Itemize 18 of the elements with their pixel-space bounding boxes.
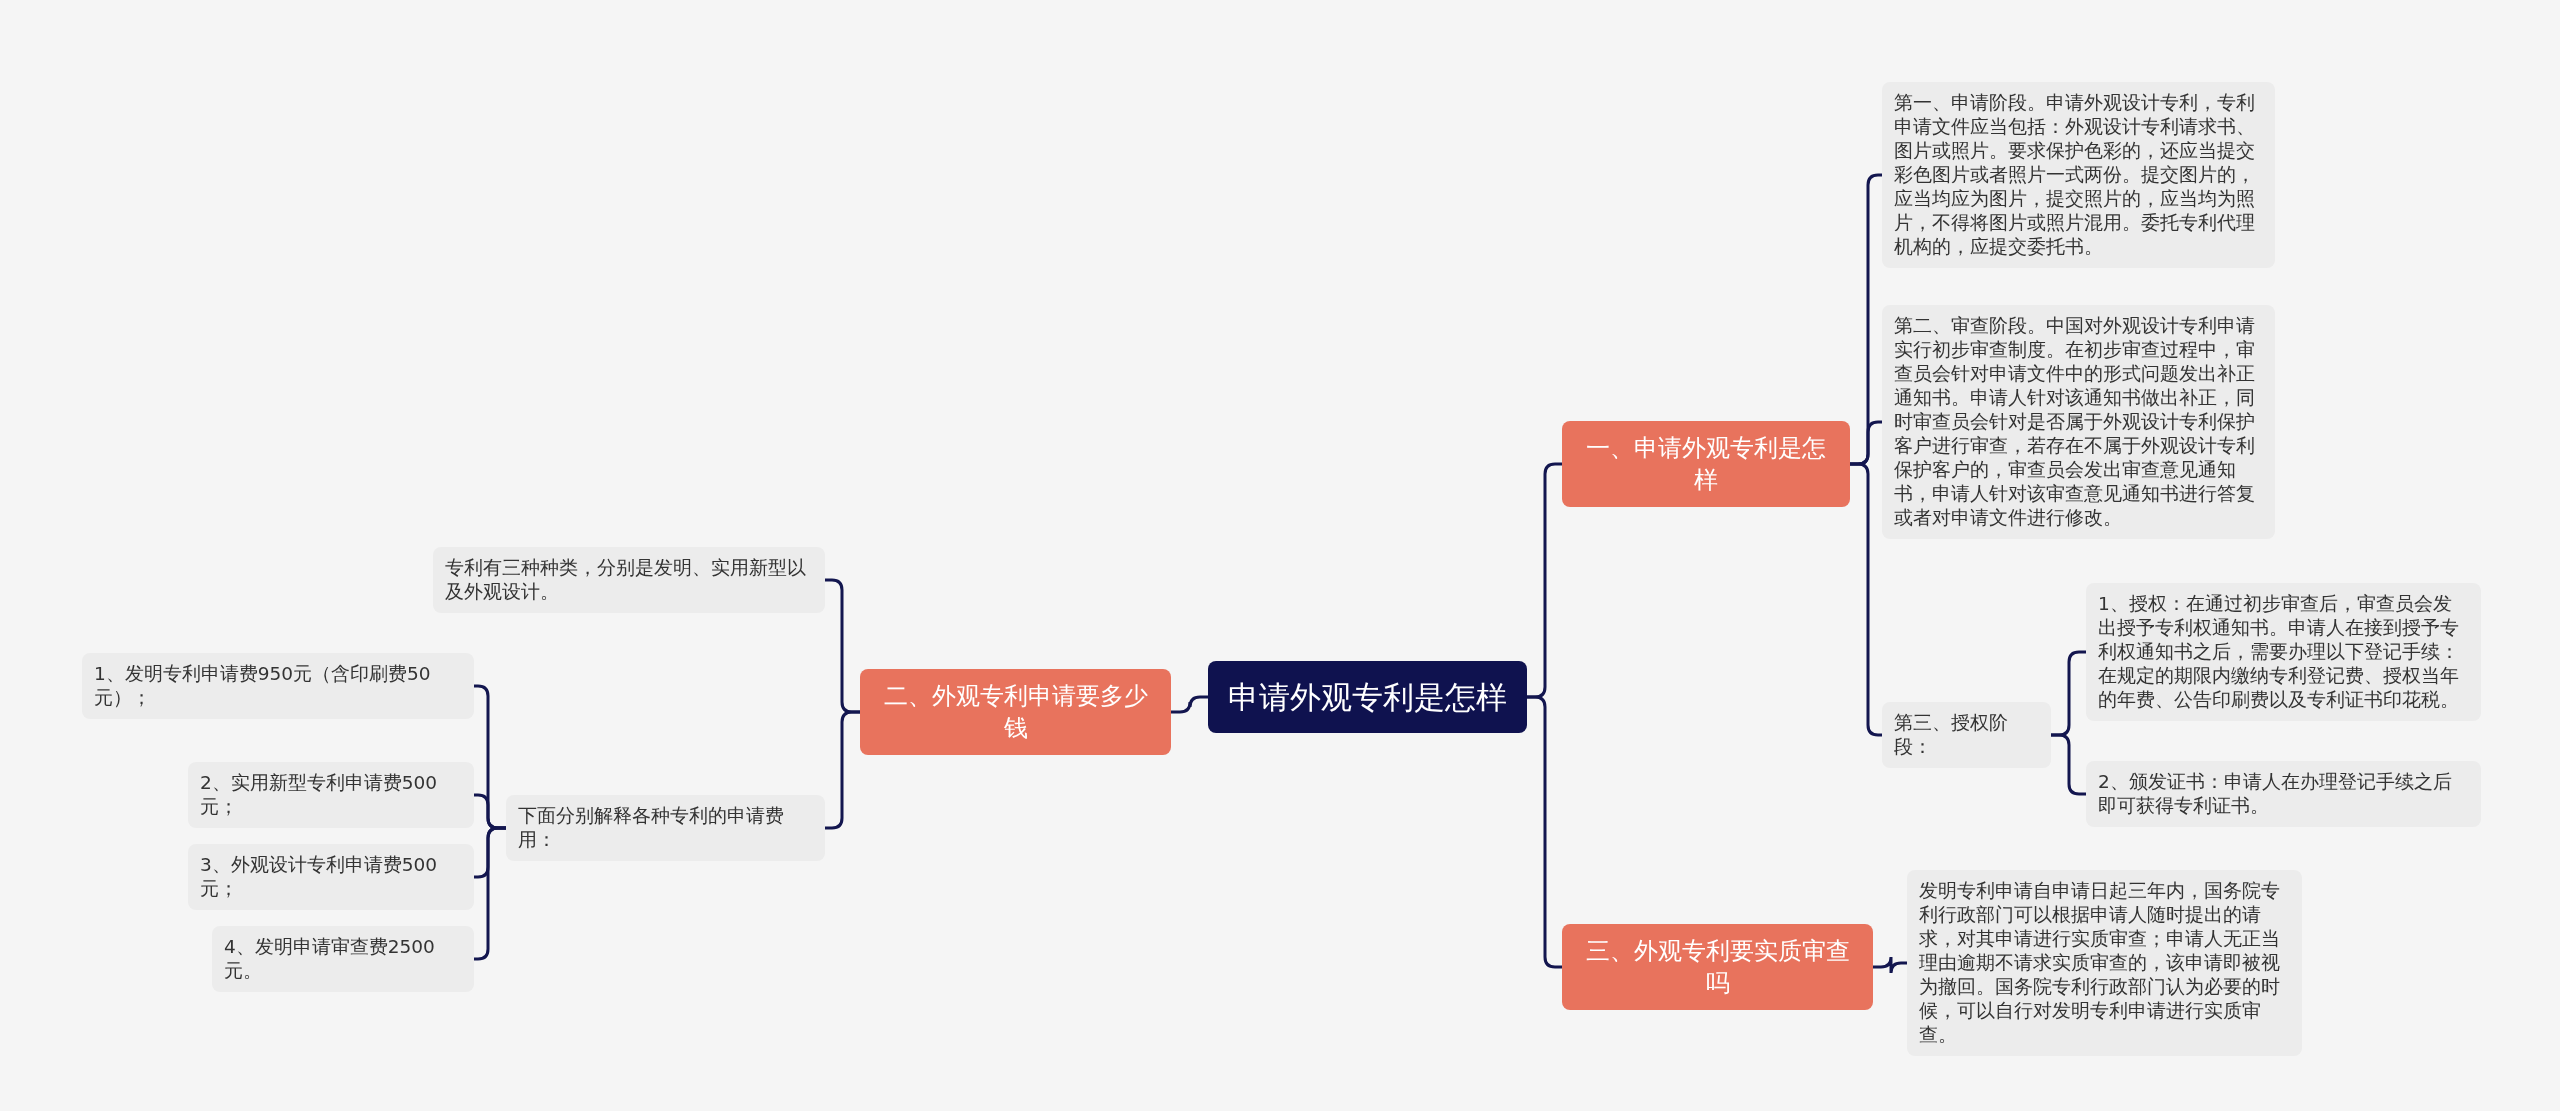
topic-box: 三、外观专利要实质审查吗 [1562,924,1873,1010]
note-box: 1、授权：在通过初步审查后，审查员会发出授予专利权通知书。申请人在接到授予专利权通知书之后，需要办理以下登记手续：在规定的期限内缴纳专利登记费、授权当年的年费、公告印刷费以及专利证书印花税。 [2086,583,2481,721]
topic-box: 一、申请外观专利是怎样 [1562,421,1850,507]
note-box: 第二、审查阶段。中国对外观设计专利申请实行初步审查制度。在初步审查过程中，审查员会针对申请文件中的形式问题发出补正通知书。申请人针对该通知书做出补正，同时审查员会针对是否属于外观设计专利保护客户进行审查，若存在不属于外观设计专利保护客户的，审查员会发出审查意见通知书，申请人针对该审查意见通知书进行答复或者对申请文件进行修改。 [1882,305,2275,539]
connector-line [1171,695,1208,714]
note-box: 下面分别解释各种专利的申请费用： [506,795,825,861]
note-box: 2、实用新型专利申请费500元； [188,762,474,828]
note-box: 3、外观设计专利申请费500元； [188,844,474,910]
note-box: 发明专利申请自申请日起三年内，国务院专利行政部门可以根据申请人随时提出的请求，对其申请进行实质审查；申请人无正当理由逾期不请求实质审查的，该申请即被视为撤回。国务院专利行政部门认为必要的时候，可以自行对发明专利申请进行实质审查。 [1907,870,2302,1056]
topic-box: 二、外观专利申请要多少钱 [860,669,1171,755]
note-box: 第一、申请阶段。申请外观设计专利，专利申请文件应当包括：外观设计专利请求书、图片或照片。要求保护色彩的，还应当提交彩色图片或者照片一式两份。提交图片的，应当均应为图片，提交照片的，应当均为照片，不得将图片或照片混用。委托专利代理机构的，应提交委托书。 [1882,82,2275,268]
note-box: 1、发明专利申请费950元（含印刷费50元）； [82,653,474,719]
note-box: 2、颁发证书：申请人在办理登记手续之后即可获得专利证书。 [2086,761,2481,827]
connector-line [1873,955,1907,975]
note-box: 第三、授权阶段： [1882,702,2051,768]
note-box: 4、发明申请审查费2500元。 [212,926,474,992]
note-box: 专利有三种种类，分别是发明、实用新型以及外观设计。 [433,547,825,613]
central-topic-box: 申请外观专利是怎样 [1208,661,1527,733]
